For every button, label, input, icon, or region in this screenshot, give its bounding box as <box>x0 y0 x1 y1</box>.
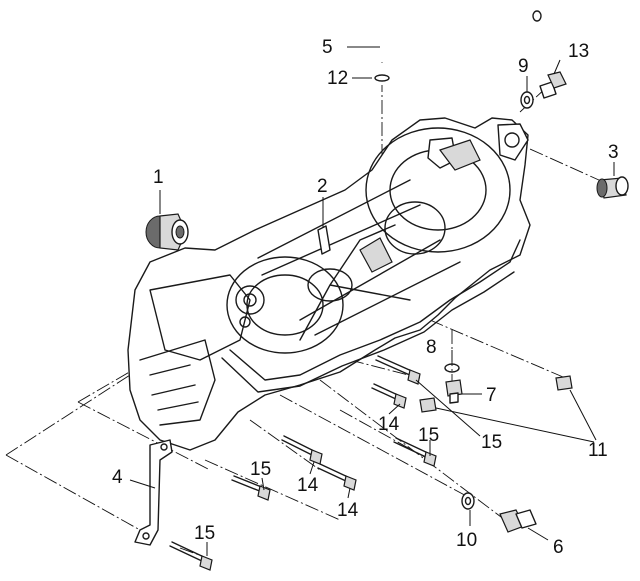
callout-15-mid: 15 <box>481 432 502 453</box>
callout-9: 9 <box>518 56 529 77</box>
callout-labels: 1 2 3 4 5 6 7 8 9 10 11 12 13 14 14 14 1… <box>112 37 619 558</box>
part-3-bushing <box>596 162 629 199</box>
callout-12: 12 <box>327 68 348 89</box>
callout-1: 1 <box>153 167 164 188</box>
callout-14-lower-left: 14 <box>297 475 319 496</box>
part-10-washer <box>461 492 475 526</box>
callout-3: 3 <box>608 142 619 163</box>
part-12-oring <box>352 74 390 82</box>
part-5-breather-tube <box>347 10 542 63</box>
callout-15-right: 15 <box>418 425 439 446</box>
callout-6: 6 <box>553 537 564 558</box>
part-2-graphic <box>317 197 331 255</box>
bolts-group <box>169 355 481 571</box>
part-9-washer <box>520 76 534 109</box>
callout-11: 11 <box>588 440 608 461</box>
part-1-bearing <box>145 190 189 251</box>
callout-14-upper: 14 <box>378 414 400 435</box>
callout-15-left: 15 <box>250 459 271 480</box>
callout-14-lower-right: 14 <box>337 500 359 521</box>
part-4-bracket <box>129 439 173 546</box>
callout-2: 2 <box>317 176 328 197</box>
part-11-dowels <box>419 375 597 443</box>
callout-4: 4 <box>112 467 123 488</box>
callout-10: 10 <box>456 530 477 551</box>
callout-13: 13 <box>568 41 589 62</box>
callout-7: 7 <box>486 385 497 406</box>
callout-15-bottom: 15 <box>194 523 215 544</box>
part-13-plug <box>539 59 567 99</box>
part-6-plug <box>499 509 549 541</box>
part-7-drain-plug <box>445 379 482 404</box>
callout-8: 8 <box>426 337 437 358</box>
crankcase-body <box>127 117 531 451</box>
part-8-washer <box>444 350 460 373</box>
callout-5: 5 <box>322 37 333 58</box>
